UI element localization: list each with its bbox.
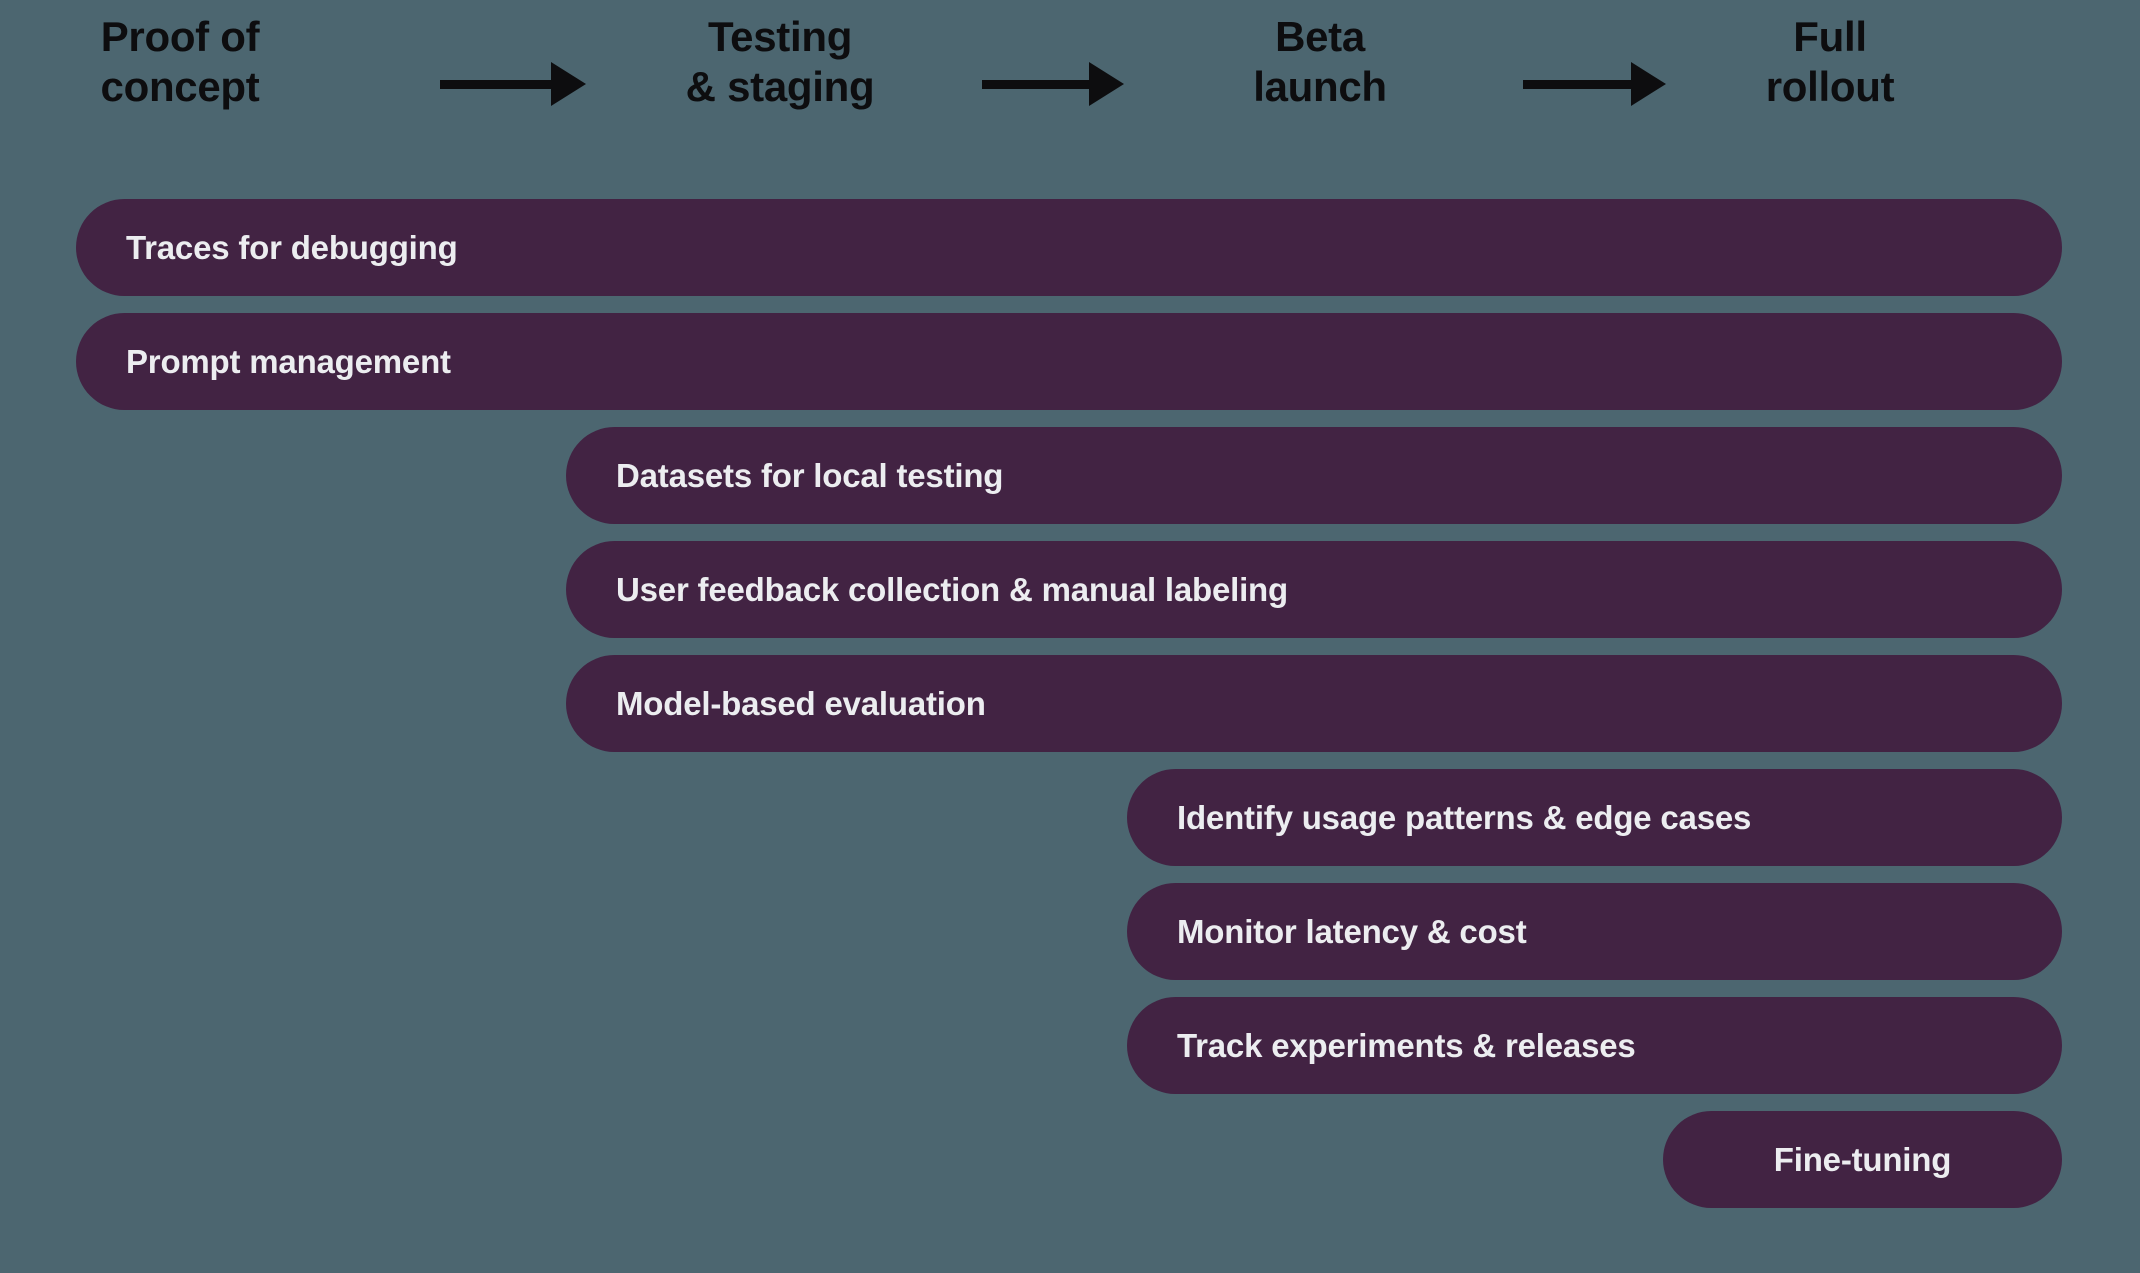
capability-bar-label: Datasets for local testing: [616, 456, 1004, 494]
stage-label-proof-of-concept: Proof of concept: [100, 13, 260, 110]
capability-bar-label: User feedback collection & manual labeli…: [616, 570, 1288, 608]
capability-bar-label: Track experiments & releases: [1177, 1026, 1636, 1064]
capability-bar-datasets-for-local-testing: Datasets for local testing: [566, 427, 2062, 524]
stage-header-row: Proof of concept Testing & staging Beta …: [0, 0, 2140, 150]
arrow-right-icon: [982, 62, 1124, 106]
capability-bar-label: Monitor latency & cost: [1177, 912, 1527, 950]
capability-bar-label: Identify usage patterns & edge cases: [1177, 798, 1752, 836]
capability-bar-traces-for-debugging: Traces for debugging: [76, 199, 2062, 296]
arrow-head: [1631, 62, 1666, 106]
capability-bar-track-experiments-and-releases: Track experiments & releases: [1127, 997, 2062, 1094]
stage-label-beta-launch: Beta launch: [1253, 13, 1387, 110]
capability-bar-model-based-evaluation: Model-based evaluation: [566, 655, 2062, 752]
capability-bar-monitor-latency-and-cost: Monitor latency & cost: [1127, 883, 2062, 980]
capability-bar-label: Traces for debugging: [126, 228, 458, 266]
capability-bar-identify-usage-patterns: Identify usage patterns & edge cases: [1127, 769, 2062, 866]
arrow-shaft: [1523, 80, 1632, 89]
arrow-head: [551, 62, 586, 106]
stage-label-full-rollout: Full rollout: [1765, 13, 1895, 110]
arrow-head: [1089, 62, 1124, 106]
arrow-right-icon: [440, 62, 586, 106]
capability-bar-label: Fine-tuning: [1773, 1140, 1952, 1178]
capability-bar-label: Model-based evaluation: [616, 684, 986, 722]
capability-bar-fine-tuning: Fine-tuning: [1663, 1111, 2062, 1208]
capability-bar-user-feedback-collection: User feedback collection & manual labeli…: [566, 541, 2062, 638]
arrow-shaft: [982, 80, 1090, 89]
capability-bar-label: Prompt management: [126, 342, 451, 380]
capability-bar-prompt-management: Prompt management: [76, 313, 2062, 410]
stage-label-testing-and-staging: Testing & staging: [685, 13, 875, 110]
arrow-shaft: [440, 80, 552, 89]
arrow-right-icon: [1523, 62, 1666, 106]
